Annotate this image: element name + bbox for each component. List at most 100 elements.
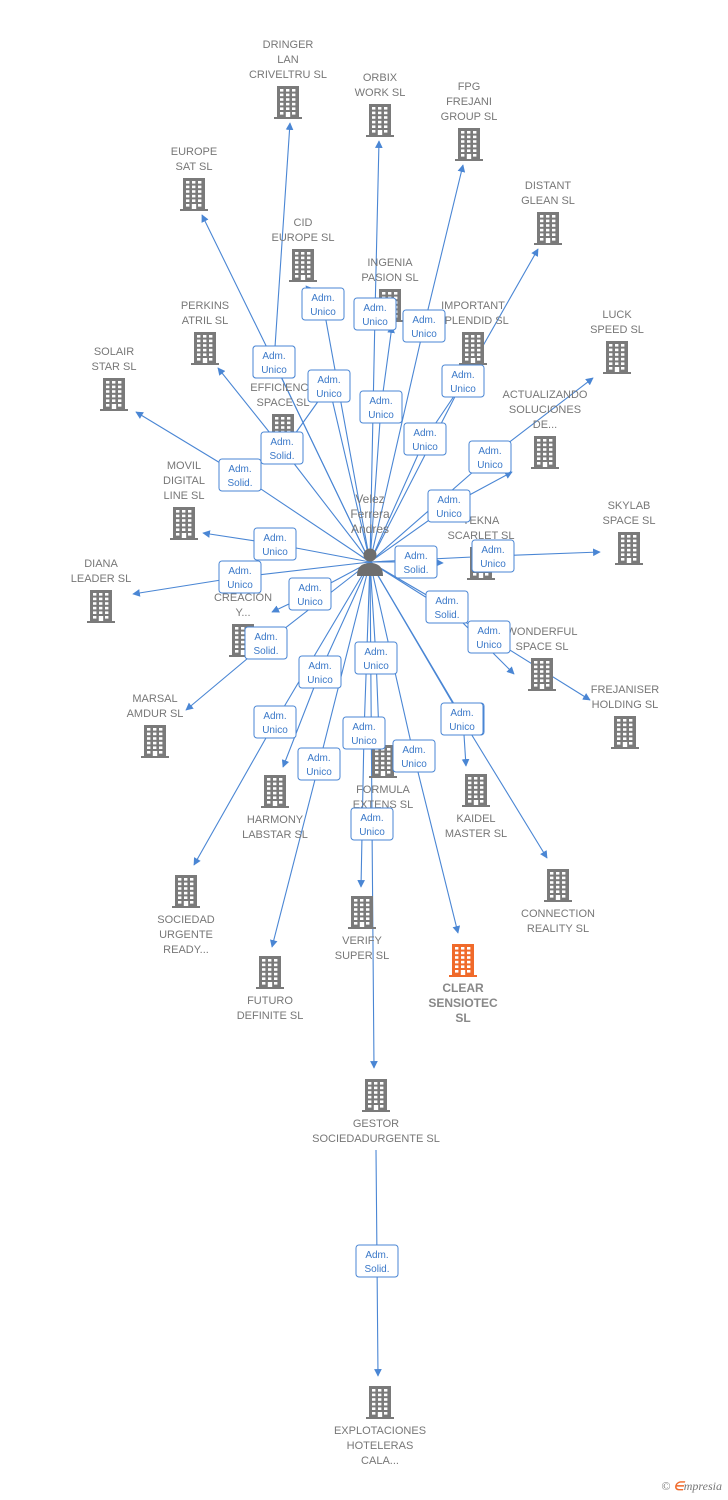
company-label: PASION SL — [361, 272, 418, 284]
company-label: INGENIA — [367, 257, 413, 269]
role-badge-solair[interactable]: Adm.Solid. — [218, 458, 262, 492]
building-icon — [531, 436, 559, 469]
role-badge-ingenia[interactable]: Adm.Unico — [359, 390, 403, 424]
company-label: DEFINITE SL — [237, 1010, 304, 1022]
role-badge-fpg[interactable]: Adm.Unico — [402, 309, 446, 343]
company-label: DIANA — [84, 558, 118, 570]
role-text: Solid. — [403, 565, 428, 576]
role-text: Adm. — [228, 566, 251, 577]
company-label: HOTELERAS — [347, 1440, 414, 1452]
company-label: LEADER SL — [71, 573, 132, 585]
role-badge-efficiency[interactable]: Adm.Unico — [307, 369, 351, 403]
role-text: Adm. — [413, 428, 436, 439]
company-label: IMPORTANT — [441, 300, 505, 312]
role-badge-frejaniser[interactable]: Adm.Unico — [467, 620, 511, 654]
role-badge-diana[interactable]: Adm. Unico — [218, 560, 262, 594]
role-badge-perkins[interactable]: Adm.Solid. — [260, 431, 304, 465]
role-badge-movil[interactable]: Adm.Unico — [253, 527, 297, 561]
company-label: HARMONY — [247, 814, 304, 826]
role-badge-clear[interactable]: Adm.Unico — [392, 739, 436, 773]
role-badge-wonderful[interactable]: Adm.Solid. — [425, 590, 469, 624]
company-label: PERKINS — [181, 300, 229, 312]
role-text: Unico — [316, 389, 342, 400]
company-label: SPLENDID SL — [437, 315, 509, 327]
company-node-sociedad[interactable]: SOCIEDADURGENTEREADY... — [157, 875, 215, 956]
role-badge-sociedad[interactable]: Adm.Unico — [253, 705, 297, 739]
role-badge-verify[interactable]: Adm.Unico — [342, 716, 386, 750]
role-text: Unico — [477, 460, 503, 471]
role-badge-harmony[interactable]: Adm.Unico — [298, 655, 342, 689]
role-badge-tekna[interactable]: Adm.Solid. — [394, 545, 438, 579]
copyright-symbol: © — [661, 1479, 671, 1493]
company-label: MOVIL — [167, 460, 201, 472]
company-label: DISTANT — [525, 180, 572, 192]
role-text: Adm. — [451, 370, 474, 381]
company-label: URGENTE — [159, 929, 213, 941]
role-badge-actualizando[interactable]: Adm.Unico — [427, 489, 471, 523]
building-icon — [180, 178, 208, 211]
role-text: Adm. — [481, 545, 504, 556]
role-badge-distant[interactable]: Adm.Unico — [441, 364, 485, 398]
role-badge-formula[interactable]: Adm.Unico — [354, 641, 398, 675]
role-text: Unico — [449, 722, 475, 733]
role-badge-orbix[interactable]: Adm.Unico — [353, 297, 397, 331]
company-node-diana[interactable]: DIANA LEADER SL — [71, 558, 132, 623]
role-text: Adm. — [352, 722, 375, 733]
role-badge-marsal[interactable]: Adm.Solid. — [244, 626, 288, 660]
company-label: WORK SL — [355, 87, 406, 99]
role-badge-futuro[interactable]: Adm.Unico — [297, 747, 341, 781]
role-badge-luck[interactable]: Adm.Unico — [468, 440, 512, 474]
role-text: Unico — [480, 559, 506, 570]
role-badge-europe[interactable]: Adm.Unico — [252, 345, 296, 379]
role-text: Solid. — [434, 610, 459, 621]
role-badge-skylab[interactable]: Adm. Unico — [471, 539, 515, 573]
company-node-important[interactable]: IMPORTANT SPLENDID SL — [437, 300, 509, 365]
company-label: READY... — [163, 944, 209, 956]
role-badge-cid[interactable]: Adm.Unico — [301, 287, 345, 321]
company-label: LUCK — [602, 309, 632, 321]
building-icon — [261, 775, 289, 808]
role-text: Adm. — [263, 533, 286, 544]
role-text: Adm. — [437, 495, 460, 506]
person-name: Andres — [351, 522, 389, 536]
company-label: Y... — [235, 607, 250, 619]
role-text: Adm. — [308, 661, 331, 672]
company-label: ACTUALIZANDO — [503, 389, 588, 401]
role-badge-creacion[interactable]: Adm.Unico — [288, 577, 332, 611]
role-text: Unico — [227, 580, 253, 591]
role-badge-gestor[interactable]: Adm.Unico — [350, 807, 394, 841]
role-badge-important[interactable]: Adm.Unico — [403, 422, 447, 456]
building-icon — [256, 956, 284, 989]
role-badge-explotaciones[interactable]: Adm.Solid. — [355, 1244, 399, 1278]
company-node-explotaciones[interactable]: EXPLOTACIONESHOTELERASCALA... — [334, 1386, 426, 1467]
company-label: SPACE SL — [257, 397, 310, 409]
company-node-actualizando[interactable]: ACTUALIZANDOSOLUCIONESDE... — [503, 389, 588, 469]
company-label: TEKNA — [463, 515, 500, 527]
company-label: MASTER SL — [445, 828, 507, 840]
brand-logo-letter: ∈ — [673, 1479, 684, 1493]
role-badge-connection[interactable]: Adm.Unico — [440, 702, 484, 736]
